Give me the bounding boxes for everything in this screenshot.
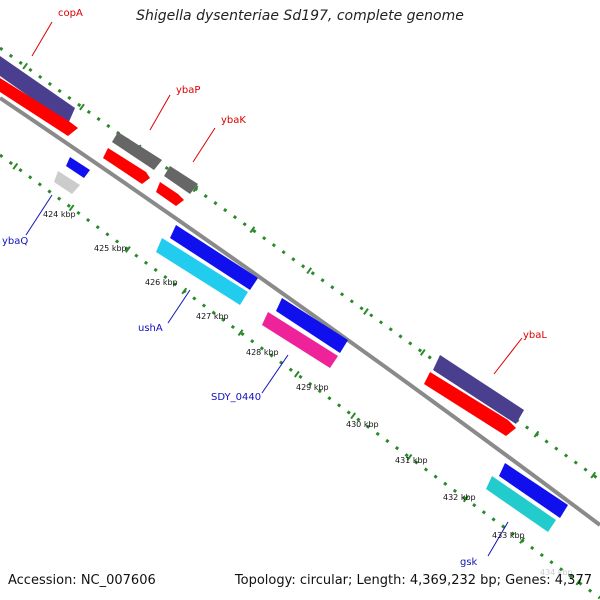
ybaQ-cds-arrow[interactable]	[66, 157, 90, 178]
scale-label-425: 425 kbp	[94, 244, 127, 253]
SDY-0440-cds-arrow[interactable]	[276, 298, 348, 353]
gsk-cds-arrow[interactable]	[499, 463, 568, 518]
ybaK-cds-arrow[interactable]	[156, 182, 184, 206]
SDY-0440-gene-bar[interactable]	[262, 312, 338, 368]
gsk-gene-bar[interactable]	[486, 476, 556, 532]
gene-label-leaders	[25, 21, 523, 557]
gene-blocks	[0, 56, 568, 532]
genome-summary-text: Topology: circular; Length: 4,369,232 bp…	[234, 573, 592, 588]
ybaL-leader	[493, 337, 523, 375]
genome-backbone	[0, 96, 600, 527]
gene-label-SDY_0440[interactable]: SDY_0440	[211, 392, 261, 403]
ybaQ-gene-bar[interactable]	[54, 171, 80, 194]
copA-gene-bar[interactable]	[0, 56, 75, 124]
dotted-tracks	[0, 45, 600, 600]
ushA-leader	[167, 289, 191, 324]
ybaK-gene-bar[interactable]	[164, 166, 198, 194]
gene-label-ushA[interactable]: ushA	[138, 323, 163, 334]
gene-label-copA[interactable]: copA	[58, 8, 83, 19]
scale-label-424: 424 kbp	[43, 210, 76, 219]
scale-label-430: 430 kbp	[346, 420, 379, 429]
ushA-cds-arrow[interactable]	[170, 225, 258, 290]
scale-label-429: 429 kbp	[296, 383, 329, 392]
copA-leader	[31, 21, 53, 57]
ybaP-gene-bar[interactable]	[112, 132, 162, 170]
scale-label-428: 428 kbp	[246, 348, 279, 357]
ybaK-leader	[192, 127, 216, 163]
SDY-0440-leader	[261, 354, 289, 394]
ybaP-cds-arrow[interactable]	[103, 148, 150, 184]
gene-label-ybaL[interactable]: ybaL	[523, 330, 547, 341]
ybaL-cds-arrow[interactable]	[424, 372, 516, 436]
scale-labels: 424 kbp 425 kbp 426 kbp 427 kbp 428 kbp …	[43, 210, 573, 577]
inner-dotted-track	[0, 153, 600, 600]
scale-label-434: 434 kbp	[540, 568, 573, 577]
gene-label-gsk[interactable]: gsk	[460, 557, 478, 568]
map-title: Shigella dysenteriae Sd197, complete gen…	[136, 8, 464, 24]
gene-label-ybaQ[interactable]: ybaQ	[2, 236, 28, 247]
scale-label-427: 427 kbp	[196, 312, 229, 321]
gsk-leader	[487, 521, 509, 557]
ushA-gene-bar[interactable]	[156, 238, 248, 305]
scale-label-433: 433 kbp	[492, 531, 525, 540]
gene-label-ybaK[interactable]: ybaK	[221, 115, 246, 126]
scale-label-431: 431 kbp	[395, 456, 428, 465]
scale-label-426: 426 kbp	[145, 278, 178, 287]
accession-text: Accession: NC_007606	[8, 573, 156, 588]
gene-label-ybaP[interactable]: ybaP	[176, 85, 200, 96]
ybaQ-leader	[25, 194, 53, 236]
scale-label-432: 432 kbp	[443, 493, 476, 502]
copA-cds-arrow[interactable]	[0, 78, 78, 136]
ybaL-gene-bar[interactable]	[433, 355, 524, 424]
gene-labels: copA ybaP ybaK ybaQ ushA SDY_0440 ybaL g…	[2, 8, 547, 568]
ybaP-leader	[149, 94, 171, 131]
